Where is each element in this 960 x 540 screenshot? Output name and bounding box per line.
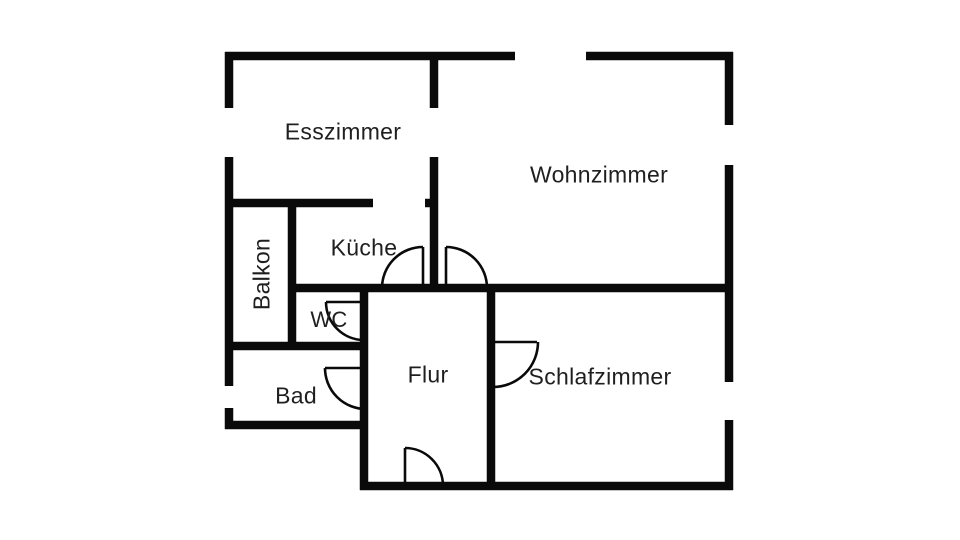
door-wc-swing-arc <box>324 301 365 342</box>
door-wohnzimmer <box>444 245 489 289</box>
door-wc <box>324 300 365 342</box>
room-label-wohnzimmer: Wohnzimmer <box>529 161 669 188</box>
door-entrance-swing-arc <box>404 446 445 487</box>
room-label-wc: WC <box>310 307 348 332</box>
door-wohnzimmer-swing-arc <box>445 245 489 289</box>
door-bad <box>323 366 367 411</box>
door-kueche-swing-arc <box>380 245 424 289</box>
room-label-schlafzimmer: Schlafzimmer <box>528 363 672 390</box>
room-label-kueche: Küche <box>330 234 398 261</box>
room-label-flur: Flur <box>407 361 449 388</box>
door-bad-swing-arc <box>323 367 367 411</box>
room-label-bad: Bad <box>275 382 317 409</box>
door-schlafzimmer-swing-arc <box>492 341 540 389</box>
door-kueche <box>380 245 425 289</box>
room-label-esszimmer: Esszimmer <box>284 118 402 145</box>
room-label-balkon: Balkon <box>248 237 275 311</box>
door-schlafzimmer <box>492 340 540 389</box>
door-entrance <box>403 446 445 487</box>
